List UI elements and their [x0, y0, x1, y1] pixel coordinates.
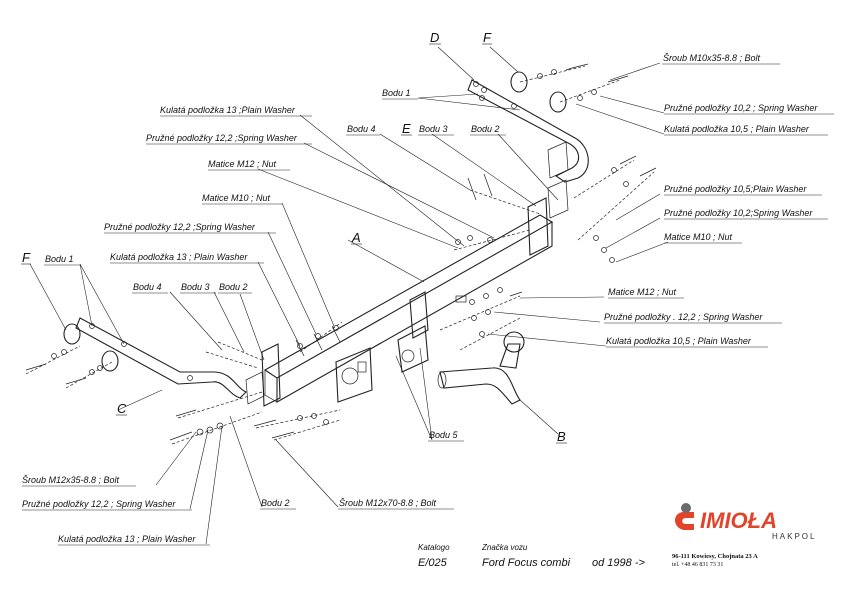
part-letter-b: B — [557, 429, 566, 444]
part-letter-f-top: F — [483, 30, 492, 45]
part-letter-d: D — [430, 30, 439, 45]
logo-subtext: HAKPOL — [772, 532, 816, 541]
part-letter-c: C — [117, 401, 127, 416]
label-bodu1-top: Bodu 1 — [382, 88, 411, 98]
label-bolt-m10: Šroub M10x35-8.8 ; Bolt — [663, 53, 761, 63]
label-spring-washer-122-left: Pružné podložky 12,2 ;Spring Washer — [104, 222, 256, 232]
crossbar-a — [261, 197, 554, 407]
vehicle-model: Ford Focus combi — [482, 557, 571, 569]
title-block: Katalogo E/025 Značka vozu Ford Focus co… — [418, 543, 645, 569]
catalog-label: Katalogo — [418, 543, 450, 552]
label-underlines — [22, 63, 834, 546]
label-spring-washer-122-top: Pružné podložky 12,2 ;Spring Washer — [146, 133, 298, 143]
side-arm-d — [467, 79, 589, 219]
company-phone: tel. +48 46 831 73 31 — [672, 562, 723, 568]
bolt-sets — [25, 63, 657, 445]
label-plain-washer-13-top: Kulatá podložka 13 ;Plain Washer — [160, 105, 296, 115]
label-nut-m12-right: Matice M12 ; Nut — [608, 287, 677, 297]
label-bodu3-top: Bodu 3 — [419, 124, 448, 134]
label-plain-washer-13-left: Kulatá podložka 13 ; Plain Washer — [110, 252, 248, 262]
label-nut-m10-left: Matice M10 ; Nut — [202, 193, 271, 203]
label-bodu2-bottom: Bodu 2 — [261, 498, 290, 508]
socket-plate — [335, 347, 373, 403]
label-plain-washer-105-top: Kulatá podložka 10,5 ; Plain Washer — [664, 124, 810, 134]
label-spring-washer-102-right: Pružné podložky 10,2;Spring Washer — [664, 208, 813, 218]
part-letter-f-left: F — [22, 250, 31, 265]
fastener-markers — [51, 69, 629, 436]
callout-labels: Šroub M10x35-8.8 ; Bolt Bodu 1 Pružné po… — [22, 53, 818, 544]
label-plain-washer-105-bottom: Kulatá podložka 10,5 ; Plain Washer — [606, 336, 752, 346]
leader-lines — [29, 46, 669, 545]
logo-text: IMIOŁA — [700, 508, 777, 533]
ball-hook-b — [437, 331, 525, 405]
label-bodu3-left: Bodu 3 — [181, 282, 210, 292]
label-bolt-m12x35: Šroub M12x35-8.8 ; Bolt — [22, 475, 120, 485]
company-address: 96-111 Kowiesy, Chojnata 23 A — [672, 553, 758, 560]
label-spring-washer-102: Pružné podložky 10,2 ; Spring Washer — [664, 103, 818, 113]
label-bodu1-left: Bodu 1 — [45, 254, 74, 264]
side-arm-c — [75, 317, 265, 405]
imiola-logo: IMIOŁA HAKPOL — [675, 503, 816, 541]
label-plain-washer-105-right: Pružné podložky 10,5;Plain Washer — [664, 184, 807, 194]
hook-logo-icon — [675, 512, 694, 530]
drawing — [25, 63, 657, 445]
label-nut-m10-right: Matice M10 ; Nut — [664, 232, 733, 242]
catalog-value: E/025 — [418, 557, 448, 569]
label-bodu2-left: Bodu 2 — [219, 282, 248, 292]
label-bodu2-top: Bodu 2 — [471, 124, 500, 134]
part-letter-e: E — [402, 121, 411, 136]
label-bodu4-top: Bodu 4 — [347, 124, 376, 134]
brand-label: Značka vozu — [481, 543, 528, 552]
label-bolt-m12x70: Šroub M12x70-8.8 ; Bolt — [339, 498, 437, 508]
label-bodu5: Bodu 5 — [429, 430, 459, 440]
label-bodu4-left: Bodu 4 — [133, 282, 162, 292]
label-spring-washer-122-bottom: Pružné podložky 12,2 ; Spring Washer — [22, 499, 176, 509]
part-letters: A B C D E F F — [21, 30, 567, 444]
label-nut-m12-top: Matice M12 ; Nut — [208, 159, 277, 169]
part-letter-a: A — [351, 230, 361, 245]
label-plain-washer-13-bottom: Kulatá podložka 13 ; Plain Washer — [58, 534, 196, 544]
label-spring-washer-122-right: Pružné podložky . 12,2 ; Spring Washer — [604, 312, 763, 322]
large-washers — [63, 71, 567, 372]
company-block: IMIOŁA HAKPOL 96-111 Kowiesy, Chojnata 2… — [672, 503, 816, 568]
vehicle-years: od 1998 -> — [592, 557, 645, 569]
